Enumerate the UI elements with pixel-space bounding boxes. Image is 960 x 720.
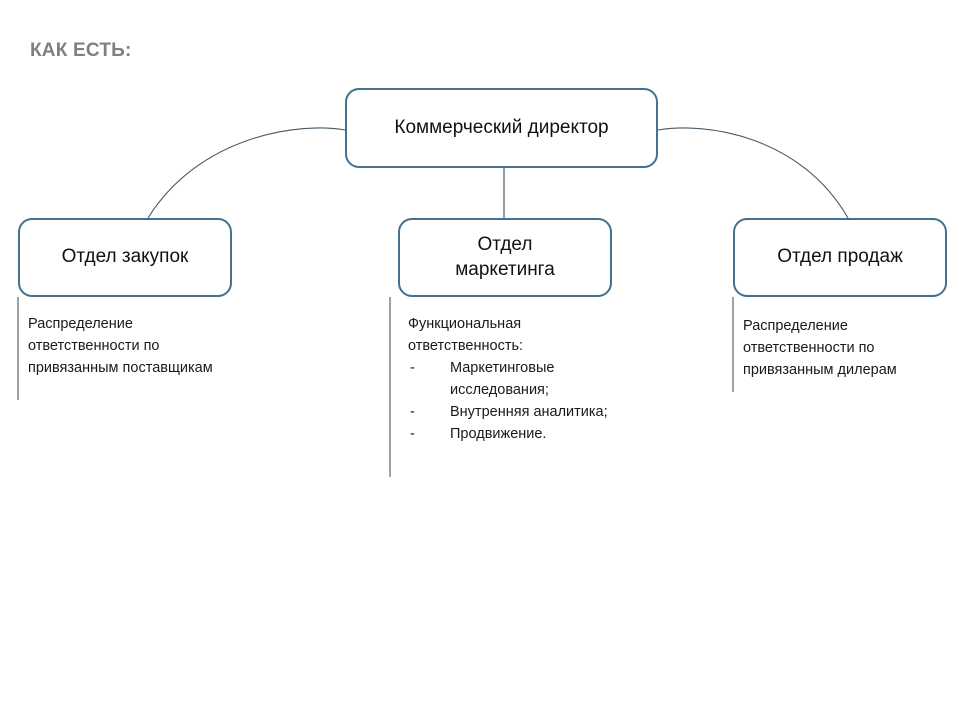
description-marketing-list: - Маркетинговые исследования; - Внутренн… xyxy=(408,357,623,445)
dash-bullet-icon: - xyxy=(410,360,415,377)
list-item-label: Маркетинговые исследования; xyxy=(450,360,555,399)
node-marketing-department-label-line1: Отдел xyxy=(477,234,533,256)
connector-director-to-sales xyxy=(657,127,849,219)
list-item-label: Внутренняя аналитика; xyxy=(450,404,608,421)
dash-bullet-icon: - xyxy=(410,426,415,443)
page-title: КАК ЕСТЬ: xyxy=(30,40,132,61)
list-item: - Продвижение. xyxy=(408,423,623,445)
list-item: - Внутренняя аналитика; xyxy=(408,401,623,423)
node-commercial-director[interactable]: Коммерческий директор xyxy=(345,88,658,168)
list-item: - Маркетинговые исследования; xyxy=(408,357,623,401)
connector-director-to-purchasing xyxy=(147,127,346,219)
node-sales-department-label: Отдел продаж xyxy=(777,246,903,268)
node-commercial-director-label: Коммерческий директор xyxy=(394,116,609,138)
description-marketing-lead: Функциональная ответственность: xyxy=(408,316,524,355)
description-sales-text: Распределение ответственности по привяза… xyxy=(743,318,897,379)
dash-bullet-icon: - xyxy=(410,404,415,421)
description-marketing: Функциональная ответственность: - Маркет… xyxy=(408,313,623,445)
node-purchasing-department[interactable]: Отдел закупок xyxy=(18,218,232,297)
description-purchasing: Распределение ответственности по привяза… xyxy=(28,313,238,379)
list-item-label: Продвижение. xyxy=(450,426,547,443)
description-sales: Распределение ответственности по привяза… xyxy=(743,315,948,381)
node-sales-department[interactable]: Отдел продаж xyxy=(733,218,947,297)
node-marketing-department[interactable]: Отдел маркетинга xyxy=(398,218,612,297)
description-purchasing-text: Распределение ответственности по привяза… xyxy=(28,316,213,377)
node-marketing-department-label: Отдел маркетинга xyxy=(455,233,555,282)
node-purchasing-department-label: Отдел закупок xyxy=(61,246,189,268)
node-marketing-department-label-line2: маркетинга xyxy=(455,258,555,280)
